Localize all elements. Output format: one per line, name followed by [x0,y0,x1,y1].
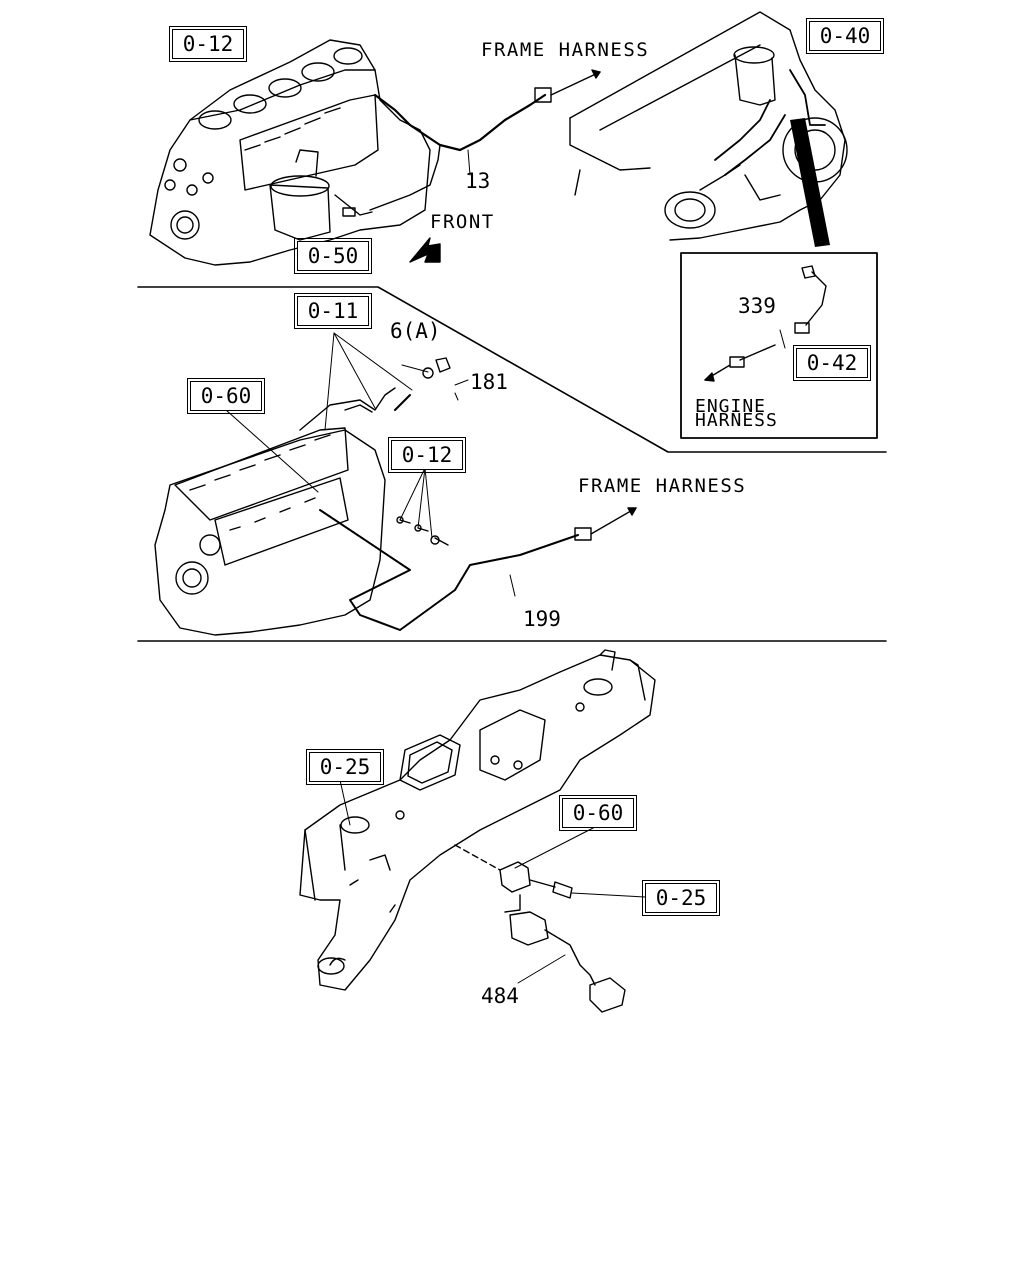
frame-harness-label-middle: FRAME HARNESS [578,475,747,497]
ref-box-injector-line[interactable]: 0-11 [294,293,372,329]
part-number-199[interactable]: 199 [523,607,561,631]
section-divider-1 [137,286,887,453]
harness-13 [369,69,601,211]
ref-box-oil-filter[interactable]: 0-50 [294,238,372,274]
ref-box-inset[interactable]: 0-42 [793,345,871,381]
callout-wedge [790,118,830,247]
part-number-339[interactable]: 339 [738,294,776,318]
nut-bolt-181 [422,357,451,379]
leader-lines-section2 [225,332,516,597]
ref-box-engine-block[interactable]: 0-12 [169,26,247,62]
part-number-484[interactable]: 484 [481,984,519,1008]
ref-box-sensors[interactable]: 0-12 [388,437,466,473]
boost-sensor-illustration [454,844,626,1013]
front-arrow-icon [409,237,441,263]
part-number-6a[interactable]: 6(A) [390,319,441,343]
inset-frame [680,252,878,439]
frame-harness-label-top: FRAME HARNESS [481,39,650,61]
inset-sensor-illustration [704,265,827,382]
harness-199 [319,507,637,631]
part-number-181[interactable]: 181 [470,370,508,394]
front-label: FRONT [430,211,495,233]
ref-box-head[interactable]: 0-60 [187,378,265,414]
engine-harness-label-line1: ENGINE [695,396,767,417]
ref-box-boost-sensor[interactable]: 0-60 [559,795,637,831]
part-number-13[interactable]: 13 [465,169,491,193]
ref-box-sensor[interactable]: 0-40 [806,18,884,54]
engine-harness-label-line2: HARNESS [695,410,778,431]
engine-block-illustration [149,39,431,266]
ref-box-bolt[interactable]: 0-25 [642,880,720,916]
intake-manifold-illustration [299,649,656,991]
engine-middle-illustration [154,387,411,636]
leader-lines-section3 [339,779,646,984]
ref-box-manifold[interactable]: 0-25 [306,749,384,785]
